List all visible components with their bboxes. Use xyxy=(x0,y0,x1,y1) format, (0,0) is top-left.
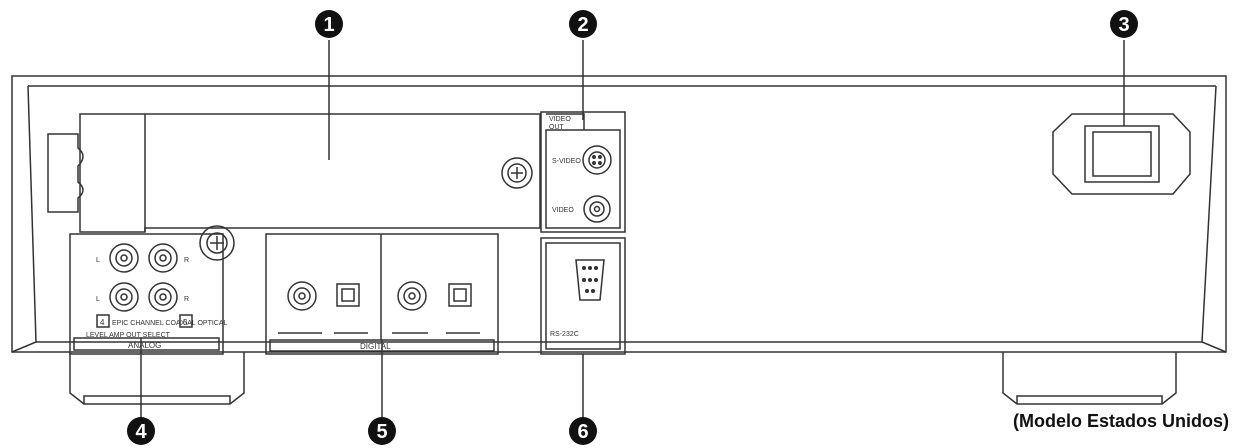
video-jack xyxy=(583,195,611,223)
s-video-jack xyxy=(582,145,612,175)
callout-2-number: 2 xyxy=(577,14,588,36)
callout-4: 4 xyxy=(127,417,155,445)
chassis-outline xyxy=(11,75,1227,353)
chassis-left-slant xyxy=(11,85,37,353)
cable-clip xyxy=(47,133,84,213)
rs232c-label: RS-232C xyxy=(550,331,579,338)
model-caption: (Modelo Estados Unidos) xyxy=(1013,411,1229,431)
foot-right xyxy=(1002,352,1177,405)
callout-4-number: 4 xyxy=(135,421,147,443)
s-video-label: S-VIDEO xyxy=(552,158,581,165)
callout-1: 1 xyxy=(315,10,343,38)
callout-5: 5 xyxy=(368,417,396,445)
board-outline xyxy=(79,113,541,233)
callout-1-number: 1 xyxy=(323,14,334,36)
analog-label: ANALOG xyxy=(128,341,161,350)
callout-3: 3 xyxy=(1110,10,1138,38)
screw-right xyxy=(501,157,533,189)
callout-5-number: 5 xyxy=(376,421,387,443)
callout-6-number: 6 xyxy=(577,421,588,443)
digital-label: DIGITAL xyxy=(360,342,391,351)
callout-2: 2 xyxy=(569,10,597,38)
foot-left xyxy=(69,352,245,405)
video-out-label-1: VIDEO xyxy=(549,116,571,123)
marker-4: 4 xyxy=(100,318,105,327)
callout-6: 6 xyxy=(569,417,597,445)
power-inlet xyxy=(1052,113,1191,195)
sub-row-label: LEVEL AMP OUT SELECT xyxy=(86,332,171,339)
jack-label-l2: L xyxy=(96,296,100,303)
analog-panel xyxy=(69,233,224,355)
screw-left xyxy=(199,225,235,261)
video-out-panel xyxy=(540,111,626,233)
channel-row-label: EPIC CHANNEL COAXIAL OPTICAL xyxy=(112,320,228,327)
video-out-label-2: OUT xyxy=(549,124,565,131)
callout-3-number: 3 xyxy=(1118,14,1129,36)
jack-label-r2: R xyxy=(184,296,189,303)
digital-panel xyxy=(265,233,499,355)
video-label: VIDEO xyxy=(552,207,574,214)
jack-label-l: L xyxy=(96,257,100,264)
jack-label-r: R xyxy=(184,257,189,264)
marker-5: 5 xyxy=(183,318,188,327)
chassis-right-slant xyxy=(1201,85,1227,353)
